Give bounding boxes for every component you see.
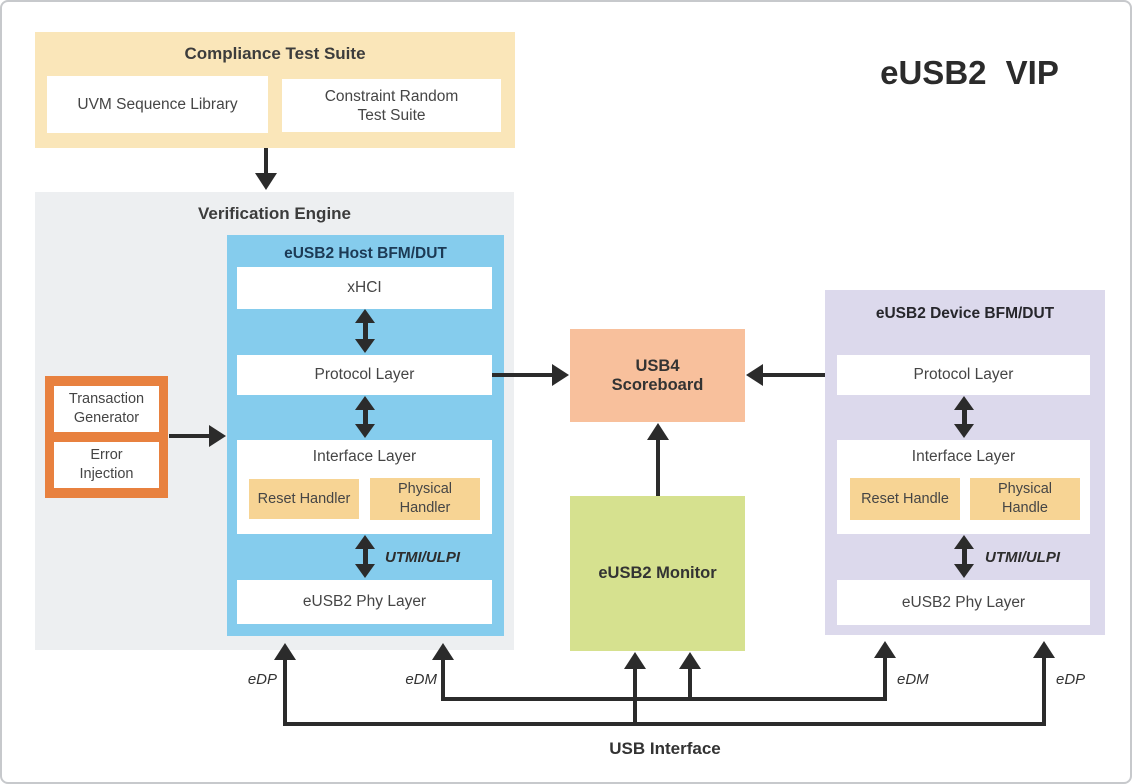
transaction-generator-box: Transaction Generator [54,386,159,432]
arrow-shaft [362,410,368,424]
arrow-head [954,564,974,578]
arrow-head [355,564,375,578]
verification-engine-title: Verification Engine [197,204,352,223]
error-injection-line-2: Injection [79,466,134,482]
arrow-head [355,396,375,410]
arrow-head [874,641,896,658]
compliance-title: Compliance Test Suite [184,44,366,63]
physical-handler-line-1: Physical [398,481,452,497]
arrow-head [624,652,646,669]
crt-line-1: Constraint Random [324,87,459,105]
host-title: eUSB2 Host BFM/DUT [284,245,447,262]
arrow-shaft [762,373,825,377]
crt-line-2: Test Suite [357,106,426,124]
host-utmi-ulpi-label: UTMI/ULPI [385,549,460,566]
physical-handle-line-1: Physical [998,481,1052,497]
host-interface-layer-box: Interface Layer Reset Handler Physical H… [237,440,492,534]
device-interface-layer-label: Interface Layer [911,448,1016,465]
uvm-sequence-library-box: UVM Sequence Library [47,76,268,133]
arrow-shaft [492,373,553,377]
arrow-head [355,309,375,323]
scoreboard-line-1: USB4 [635,356,680,375]
error-injection-line-1: Error [90,447,123,463]
arrow-shaft [264,148,268,175]
arrow-shaft [961,410,967,424]
eusb2-monitor-box: eUSB2 Monitor [570,496,745,651]
host-phy-layer-box: eUSB2 Phy Layer [237,580,492,624]
xhci-box: xHCI [237,267,492,309]
arrow-head [552,364,569,386]
arrow-head [679,652,701,669]
edp-left-label: eDP [247,671,277,688]
scoreboard-line-2: Scoreboard [611,375,704,394]
usb4-scoreboard-box: USB4 Scoreboard [570,329,745,422]
device-title: eUSB2 Device BFM/DUT [875,305,1055,322]
arrow-head [647,423,669,440]
compliance-test-suite-box: Compliance Test Suite UVM Sequence Libra… [35,32,515,148]
arrow-head [274,643,296,660]
reset-handle-box: Reset Handle [850,478,960,520]
edm-bus-line [441,697,887,701]
physical-handle-box: Physical Handle [970,478,1080,520]
arrow-shaft [283,658,287,726]
double-arrow-utmi-host [354,535,376,578]
device-utmi-ulpi-label: UTMI/ULPI [985,549,1060,566]
device-phy-layer-box: eUSB2 Phy Layer [837,580,1090,625]
arrow-head [432,643,454,660]
arrow-head [746,364,763,386]
arrow-shaft [633,667,637,726]
edm-left-label: eDM [405,671,437,688]
arrow-head [255,173,277,190]
arrow-head [355,339,375,353]
transaction-generator-line-2: Generator [73,410,140,426]
edp-bus-line [283,722,1046,726]
error-injection-box: Error Injection [54,442,159,488]
double-arrow-xhci-protocol [354,309,376,353]
double-arrow-protocol-interface-device [953,396,975,438]
arrow-head [209,425,226,447]
stimulus-box: Transaction Generator Error Injection [45,376,168,498]
edm-right-label: eDM [897,671,929,688]
arrow-shaft [362,549,368,564]
physical-handler-line-2: Handler [399,500,451,516]
usb-interface-label: USB Interface [609,739,721,758]
arrow-shaft [688,667,692,701]
host-protocol-layer-box: Protocol Layer [237,355,492,395]
device-interface-layer-box: Interface Layer Reset Handle Physical Ha… [837,440,1090,534]
double-arrow-utmi-device [953,535,975,578]
arrow-shaft [1042,656,1046,726]
arrow-shaft [961,549,967,564]
arrow-shaft [441,658,445,701]
arrow-head [355,535,375,549]
host-interface-layer-label: Interface Layer [312,448,417,465]
arrow-head [954,424,974,438]
arrow-head [954,535,974,549]
double-arrow-protocol-interface-host [354,396,376,438]
transaction-generator-line-1: Transaction [68,391,145,407]
physical-handle-line-2: Handle [1002,500,1048,516]
edp-right-label: eDP [1056,671,1086,688]
constraint-random-test-suite-box: Constraint Random Test Suite [282,79,501,132]
physical-handler-box: Physical Handler [370,478,480,520]
arrow-shaft [362,323,368,339]
arrow-shaft [883,656,887,701]
arrow-head [1033,641,1055,658]
arrow-shaft [169,434,210,438]
arrow-head [954,396,974,410]
diagram-title: eUSB2 VIP [880,54,1059,91]
reset-handler-box: Reset Handler [249,479,359,519]
device-protocol-layer-box: Protocol Layer [837,355,1090,395]
eusb2-device-bfm-dut-box: eUSB2 Device BFM/DUT Protocol Layer Inte… [825,290,1105,635]
arrow-shaft [656,439,660,496]
arrow-head [355,424,375,438]
